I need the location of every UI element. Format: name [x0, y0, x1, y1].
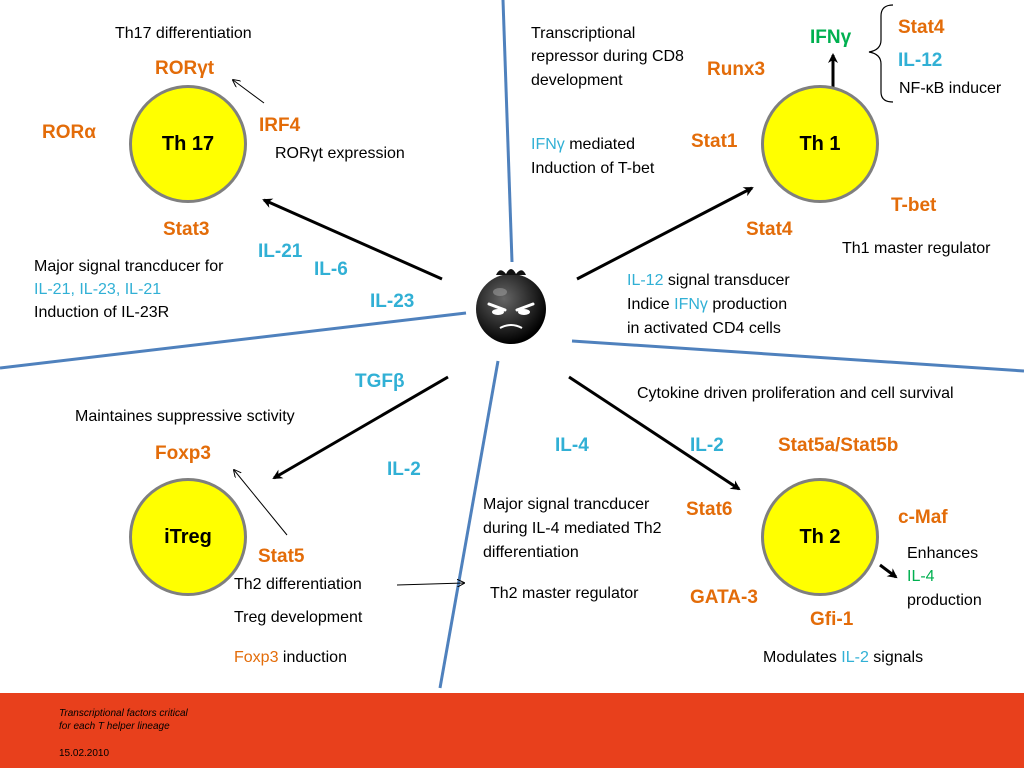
tbet-desc: Th1 master regulator: [842, 240, 991, 257]
stat5-desc-foxp3: Foxp3: [234, 649, 279, 666]
angry-face-icon: [476, 269, 546, 344]
itreg-il2-label: IL-2: [387, 459, 421, 480]
cell-th1: Th 1: [761, 85, 879, 203]
cmaf-label: c-Maf: [898, 507, 948, 528]
stat6-label: Stat6: [686, 499, 733, 520]
divider-right: [571, 339, 1024, 373]
il21-label: IL-21: [258, 241, 303, 262]
stat3-label: Stat3: [163, 219, 210, 240]
th2-il2-label: IL-2: [690, 435, 724, 456]
gfi1-desc-il2: IL-2: [841, 649, 869, 666]
brace: [868, 4, 894, 103]
gfi1-desc: Modulates IL-2 signals: [763, 648, 923, 668]
tgfb-label: TGFβ: [355, 371, 405, 392]
stat5-desc-line1: Th2 differentiation: [234, 576, 362, 593]
rora-label: RORα: [42, 122, 96, 143]
divider-left: [0, 311, 467, 370]
arrow-irf4-to-rorgt: [233, 80, 265, 104]
arrow-to-th2: [568, 375, 741, 491]
arrow-to-itreg: [272, 375, 449, 480]
stat3-desc-line1: Major signal trancducer for: [34, 258, 224, 275]
cell-th2: Th 2: [761, 478, 879, 596]
cell-th17: Th 17: [129, 85, 247, 203]
irf4-desc: RORγt expression: [275, 145, 405, 162]
divider-top: [501, 0, 514, 263]
stat6-desc-line1: Major signal trancducer: [483, 496, 650, 513]
arrow-to-th17: [262, 198, 443, 281]
cmaf-desc-line1: Enhances: [907, 545, 979, 562]
arrow-th2-to-cmaf-desc: [879, 563, 898, 579]
tbet-label: T-bet: [891, 195, 937, 216]
stat4-desc-line3: in activated CD4 cells: [627, 320, 781, 337]
gfi1-desc-signals: signals: [868, 649, 924, 666]
stat4-label: Stat4: [746, 219, 793, 240]
irf4-label: IRF4: [259, 115, 301, 136]
foxp3-label: Foxp3: [155, 443, 211, 464]
arrow-th2diff-to-th2: [396, 583, 464, 585]
stat1-desc-line1: IFNγ mediated: [531, 135, 635, 155]
stat4-desc-transducer: signal transducer: [663, 272, 790, 289]
gfi1-label: Gfi-1: [810, 609, 854, 630]
gata3-desc: Th2 master regulator: [490, 585, 639, 602]
gfi1-desc-modulates: Modulates: [763, 649, 842, 666]
stat4-desc-il12: IL-12: [627, 272, 664, 289]
cmaf-desc-line2: IL-4: [907, 568, 935, 585]
cell-itreg: iTreg: [129, 478, 247, 596]
runx3-desc-line2: repressor during CD8: [531, 48, 684, 65]
stat4-desc-ifng: IFNγ: [674, 296, 708, 313]
arrow-to-th1: [576, 186, 754, 281]
footer-caption-line2: for each T helper lineage: [59, 721, 170, 732]
runx3-desc-line1: Transcriptional: [531, 25, 636, 42]
stat5ab-label: Stat5a/Stat5b: [778, 435, 899, 456]
footer-date: 15.02.2010: [59, 748, 110, 759]
foxp3-desc: Maintaines suppressive sctivity: [75, 408, 295, 425]
stat1-label: Stat1: [691, 131, 738, 152]
ifng-source-stat4: Stat4: [898, 17, 945, 38]
ifng-label: IFNγ: [810, 27, 852, 48]
runx3-desc-line3: development: [531, 72, 623, 89]
cell-itreg-label: iTreg: [164, 525, 212, 548]
runx3-label: Runx3: [707, 59, 766, 80]
cell-th2-label: Th 2: [799, 525, 841, 548]
il6-label: IL-6: [314, 259, 348, 280]
ifng-source-nfkb: NF-κB inducer: [899, 80, 1002, 97]
stat6-desc-line2: during IL-4 mediated Th2: [483, 520, 662, 537]
stat3-desc-line2: IL-21, IL-23, IL-21: [34, 281, 162, 298]
rorgt-label: RORγt: [155, 58, 215, 79]
arrow-stat5-to-foxp3: [234, 470, 288, 536]
stat1-desc-line2: Induction of T-bet: [531, 160, 655, 177]
cmaf-desc-line3: production: [907, 592, 982, 609]
cell-th17-label: Th 17: [161, 132, 215, 155]
stat1-desc-ifng: IFNγ: [531, 136, 565, 153]
il4-label: IL-4: [555, 435, 589, 456]
stat4-desc-line1: IL-12 signal transducer: [627, 271, 790, 291]
stat5-desc-induction: induction: [278, 649, 347, 666]
gata3-label: GATA-3: [690, 587, 758, 608]
footer-caption-line1: Transcriptional factors critical: [59, 708, 188, 719]
stat5-desc-line2: Treg development: [234, 609, 363, 626]
th17-heading: Th17 differentiation: [115, 25, 252, 42]
stat5-desc-line3: Foxp3 induction: [234, 648, 347, 668]
stat5-label: Stat5: [258, 546, 305, 567]
cell-th1-label: Th 1: [799, 132, 841, 155]
stat4-desc-indice: Indice: [627, 296, 675, 313]
stat6-desc-line3: differentiation: [483, 544, 579, 561]
il2-desc: Cytokine driven proliferation and cell s…: [637, 385, 954, 402]
footer-band: Transcriptional factors critical for eac…: [0, 693, 1024, 768]
stat3-desc-line3: Induction of IL-23R: [34, 304, 170, 321]
stat4-desc-production: production: [707, 296, 788, 313]
divider-bottom: [438, 360, 500, 689]
il23-label: IL-23: [370, 291, 415, 312]
stat1-desc-mediated: mediated: [564, 136, 636, 153]
ifng-source-il12: IL-12: [898, 50, 943, 71]
stat4-desc-line2: Indice IFNγ production: [627, 295, 787, 315]
